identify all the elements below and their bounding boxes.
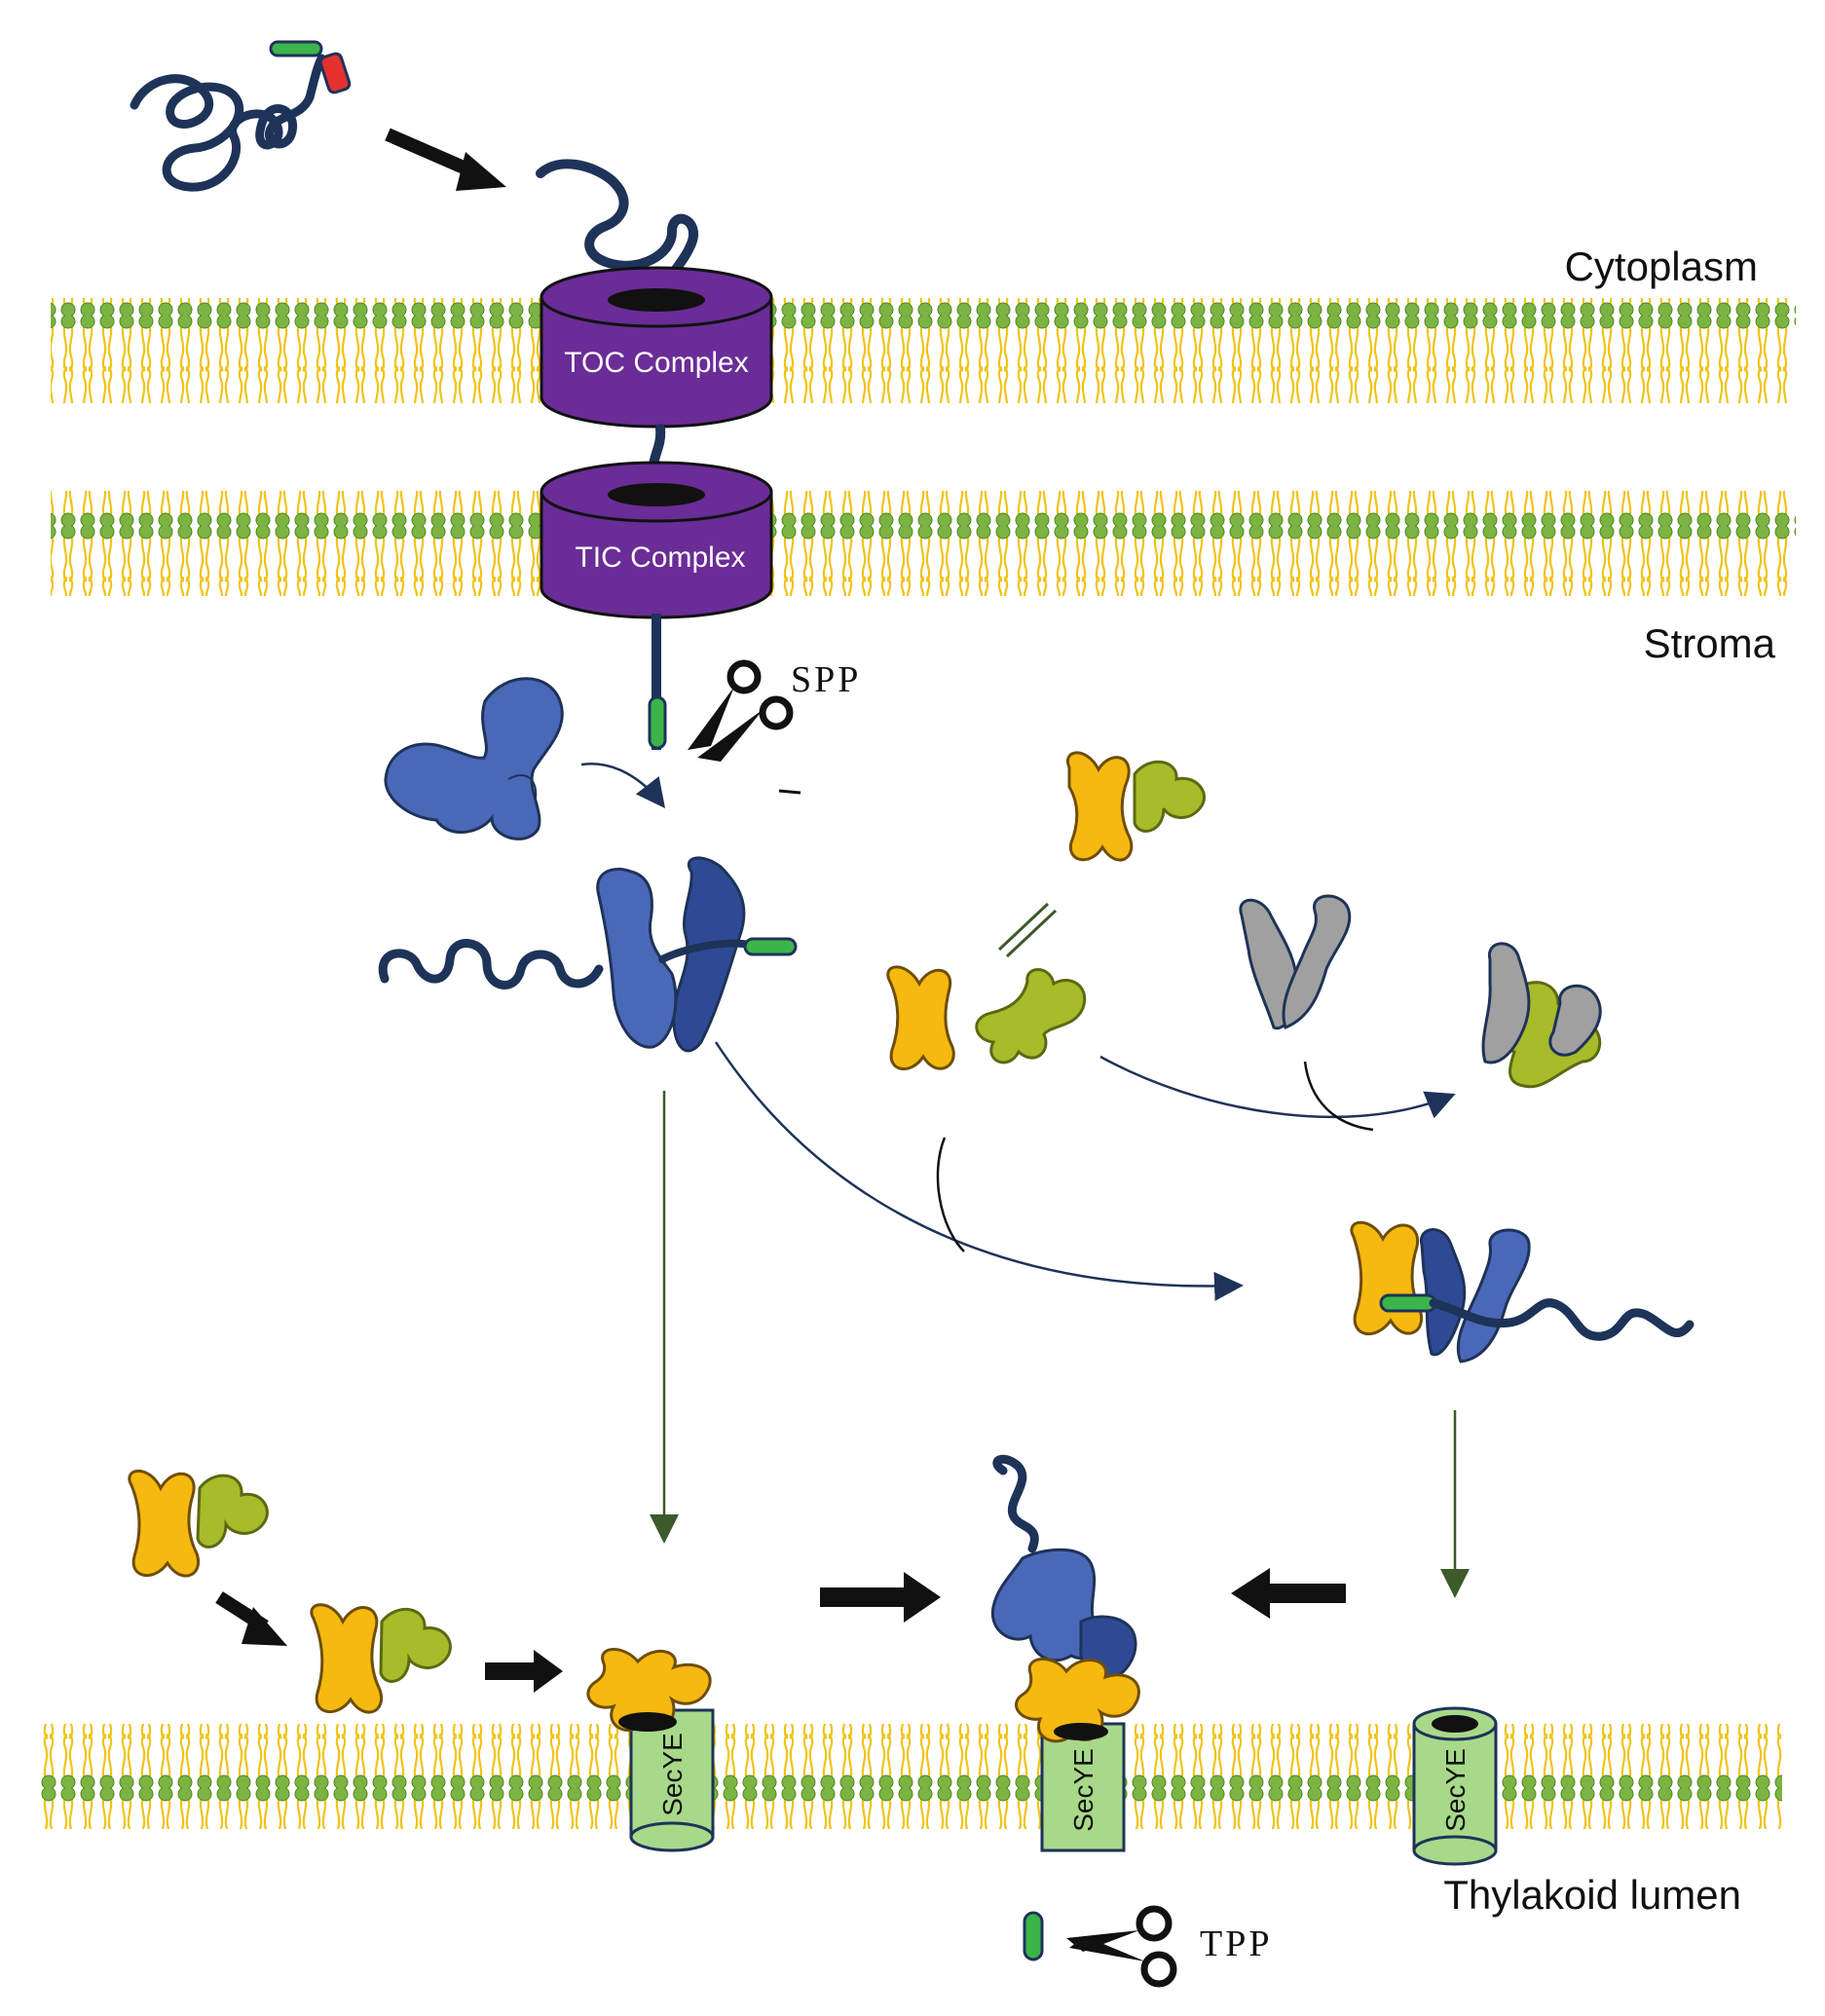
toc-complex: TOC Complex [540, 266, 773, 429]
spp-scissors-icon [688, 659, 794, 762]
yellow-binding-curve [936, 1137, 965, 1252]
yellow-olive-dimer-top [1066, 751, 1207, 862]
unfolded-chain-entering-toc [536, 159, 698, 312]
grey-binding-curve [1303, 1061, 1374, 1132]
grey-olive-complex [1481, 942, 1602, 1089]
toc-complex-label: TOC Complex [564, 347, 749, 379]
right-to-insertion-arrow [1231, 1568, 1346, 1619]
tpp-scissors-icon [1066, 1905, 1177, 1988]
stroma-label: Stroma [1644, 620, 1776, 666]
secye-label-3: SecYE [1440, 1748, 1471, 1832]
thylakoid-lumen-label: Thylakoid lumen [1443, 1872, 1741, 1918]
tpp-label: TPP [1200, 1923, 1272, 1964]
chain-exiting-tic [648, 614, 667, 750]
chaperone-binding-arrow [580, 762, 666, 808]
inner-envelope-membrane [51, 491, 1796, 596]
yellow-protein-monomer [886, 965, 955, 1071]
chaperone-to-yellow-arrow [714, 1041, 1244, 1301]
dimer-to-membrane-arrow [215, 1591, 287, 1646]
cytoplasm-label: Cytoplasm [1565, 243, 1758, 289]
import-arrow [385, 128, 506, 191]
equilibrium-symbol [997, 902, 1058, 958]
outer-envelope-membrane [51, 298, 1796, 403]
thylakoid-membrane [39, 1724, 1782, 1829]
secye-label-2: SecYE [1068, 1748, 1099, 1832]
cleaved-signal-peptide [1023, 1911, 1044, 1961]
secye-channel-1: SecYE [629, 1708, 715, 1852]
secye-channel-3: SecYE [1412, 1706, 1498, 1866]
yellow-olive-dimer-membrane [310, 1603, 452, 1714]
chaperone-free [384, 677, 564, 840]
membrane-to-secye-arrow [485, 1650, 563, 1693]
precursor-protein [130, 40, 352, 192]
chaperone-substrate-complex [378, 856, 798, 1053]
yellow-chaperone-substrate-complex [1350, 1220, 1695, 1363]
olive-to-grey-arrow [1099, 1055, 1456, 1119]
secye-label-1: SecYE [657, 1733, 688, 1816]
tic-complex: TIC Complex [540, 461, 773, 619]
cleaved-fragment [778, 789, 801, 795]
yellow-olive-dimer-bottom [128, 1469, 269, 1578]
spp-label: SPP [791, 659, 861, 700]
secye-to-insertion-arrow [820, 1572, 941, 1623]
grey-chaperone [1239, 894, 1352, 1030]
yellow-protein-on-secye-1 [586, 1648, 712, 1732]
secye-channel-2: SecYE [1040, 1722, 1126, 1852]
tic-complex-label: TIC Complex [575, 541, 745, 574]
insertion-complex [990, 1454, 1140, 1743]
olive-protein-monomer [975, 968, 1087, 1064]
